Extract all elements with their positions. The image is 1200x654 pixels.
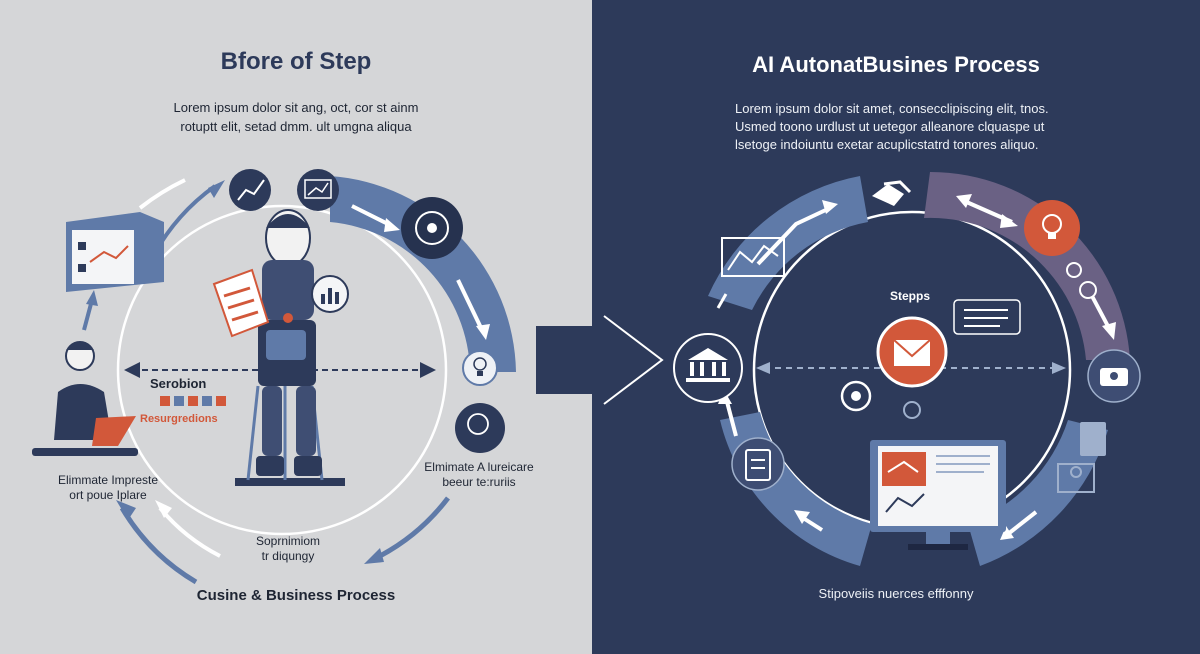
separation-label: Soprnimiom tr diqungy bbox=[255, 534, 321, 563]
left-outer-arc-bottomleft bbox=[119, 506, 198, 585]
section-label: Serobion bbox=[150, 376, 207, 391]
briefcase-icon bbox=[1087, 349, 1141, 403]
line-chart-icon bbox=[721, 237, 785, 277]
arrow-head-small bbox=[86, 290, 98, 306]
bar-chart-icon bbox=[311, 275, 349, 313]
transition-block bbox=[536, 326, 594, 394]
head-profile-icon bbox=[455, 403, 505, 453]
wrench-gear-icon bbox=[1066, 262, 1097, 299]
idea-bulb-icon bbox=[1024, 200, 1080, 256]
right-footer-caption: Stipoveiis nuerces efffonny bbox=[818, 586, 974, 601]
eliminate-label-left: Elimmate Impreste ort poue Iplare bbox=[57, 473, 159, 502]
monitor-icon bbox=[870, 440, 1006, 550]
arrow-head-white-bl bbox=[155, 500, 172, 518]
left-outer-arc-bottomright bbox=[370, 496, 450, 563]
right-title: AI AutonatBusines Process bbox=[752, 52, 1040, 77]
arrow-head-topleft bbox=[208, 180, 225, 198]
left-description-line-2: rotuptt elit, setad dmm. ult umgna aliqu… bbox=[180, 119, 412, 134]
gears-icon bbox=[840, 380, 921, 419]
mail-icon bbox=[876, 316, 948, 388]
right-band-bottomleft bbox=[720, 412, 872, 566]
left-arc-small bbox=[82, 299, 94, 331]
left-process-arc-band bbox=[330, 176, 516, 372]
right-arrow-down bbox=[1090, 295, 1112, 331]
trend-chart-icon bbox=[297, 169, 339, 211]
lightbulb-icon bbox=[462, 350, 498, 386]
checklist-icon bbox=[731, 437, 785, 491]
left-cycle-ring bbox=[116, 204, 448, 536]
right-band-topleft bbox=[708, 176, 868, 310]
bank-icon bbox=[673, 333, 743, 403]
document-checklist-icon bbox=[1057, 422, 1106, 493]
left-title: Bfore of Step bbox=[220, 48, 372, 75]
band-arrow-2 bbox=[456, 279, 484, 331]
left-inner-arc-white bbox=[158, 506, 221, 558]
handshake-icon bbox=[872, 180, 912, 206]
right-arrow-up-left bbox=[724, 397, 738, 437]
eliminate-label-right: Elmimate A lureicare beeur te:ruriis bbox=[424, 460, 534, 489]
line-chart-icon bbox=[229, 169, 271, 211]
report-sheet-icon bbox=[212, 268, 270, 338]
transition-chevron bbox=[603, 315, 664, 405]
robot-icon bbox=[235, 209, 345, 486]
steps-label: Stepps bbox=[890, 289, 931, 303]
gear-target-icon bbox=[401, 197, 463, 259]
left-outer-arc-white bbox=[138, 178, 186, 210]
right-arrow-bottomright bbox=[1006, 510, 1038, 536]
resource-icons-row bbox=[160, 396, 226, 406]
left-footer-caption: Cusine & Business Process bbox=[196, 587, 396, 604]
arrow-head-h-right bbox=[420, 362, 436, 378]
person-laptop-icon bbox=[32, 341, 138, 456]
right-band-topright bbox=[924, 171, 1130, 360]
right-description: Lorem ipsum dolor sit amet, consecclipis… bbox=[735, 101, 1049, 152]
document-chart-icon bbox=[66, 212, 164, 292]
steps-list-icon bbox=[953, 299, 1021, 335]
left-description-line-1: Lorem ipsum dolor sit ang, oct, cor st a… bbox=[173, 100, 419, 115]
arrow-head-h-left bbox=[124, 362, 140, 378]
resource-label: Resurgredions bbox=[140, 413, 218, 425]
arrow-head-bottomright bbox=[364, 548, 384, 564]
arrow-head-bottomleft bbox=[116, 500, 136, 520]
